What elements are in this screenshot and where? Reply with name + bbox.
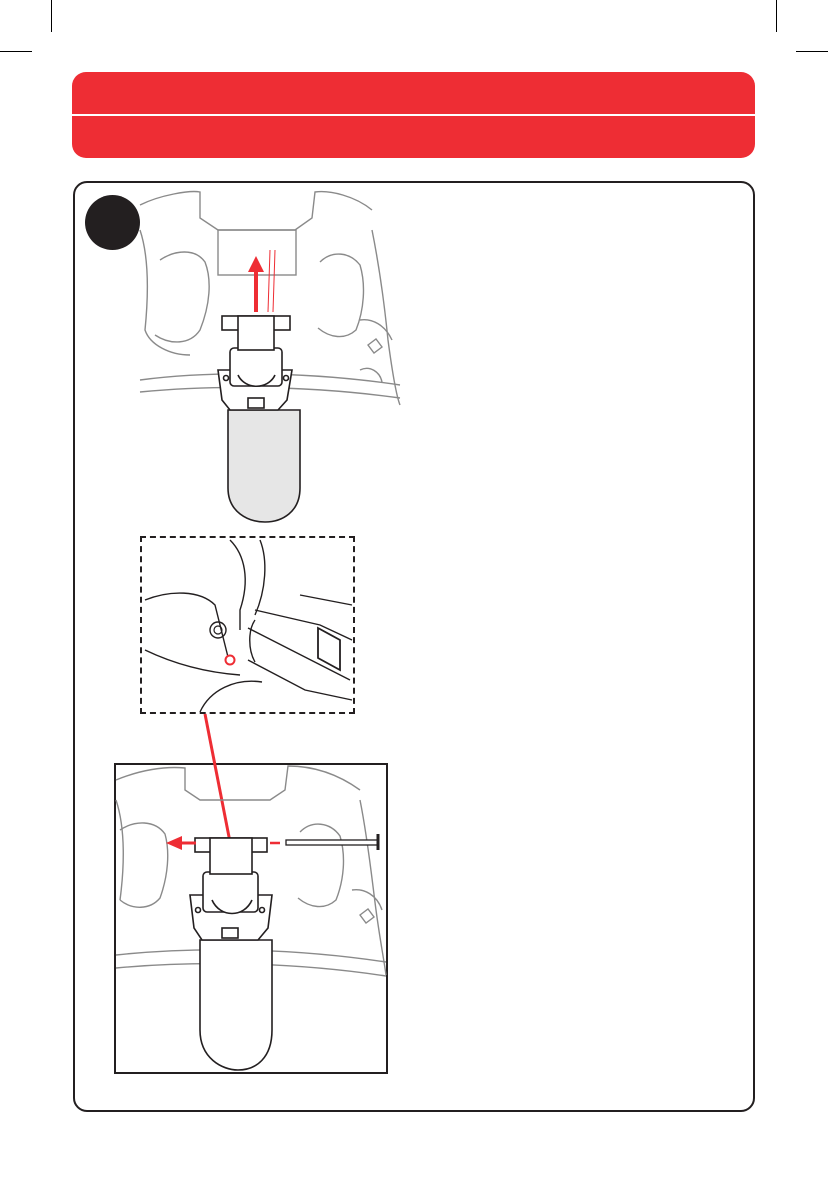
buckle-bottom — [190, 838, 272, 1070]
zoom-detail-drawing — [145, 540, 352, 712]
pull-left-arrow — [166, 836, 196, 850]
pin-hole-marker — [226, 656, 235, 665]
pull-up-arrow — [248, 250, 275, 312]
pin-rod — [270, 834, 378, 850]
zoom-connector-line — [205, 714, 230, 842]
buckle-top — [218, 316, 300, 522]
bolt-head-icon — [210, 622, 226, 638]
